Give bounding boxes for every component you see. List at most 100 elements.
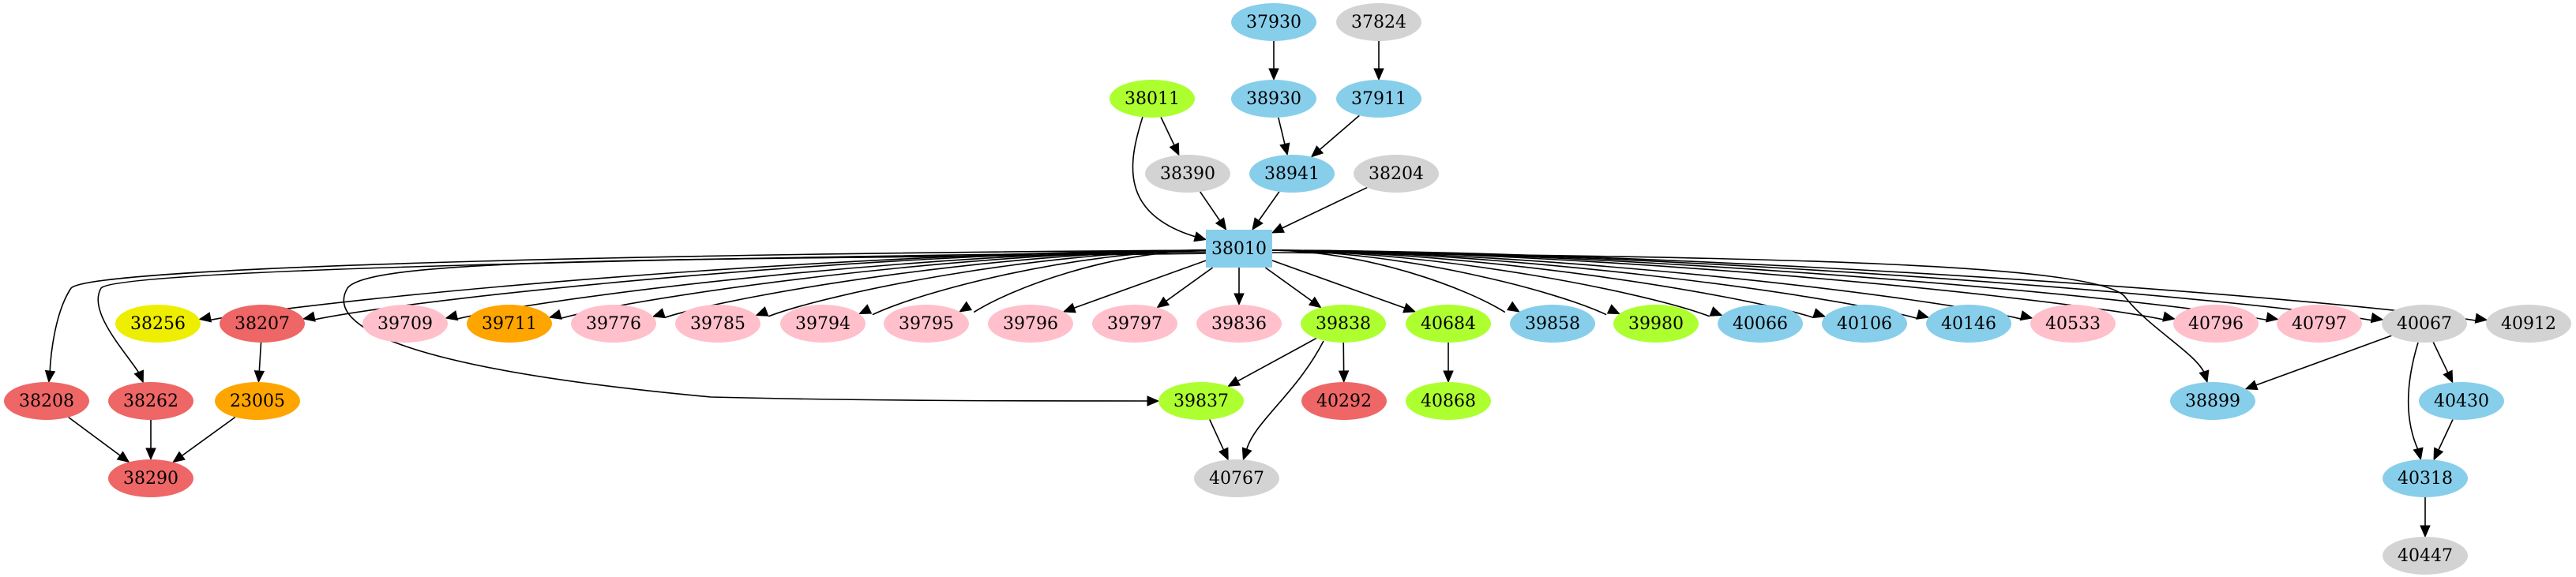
graph-node-38011[interactable]: 38011: [1110, 80, 1195, 118]
node-label: 40684: [1421, 314, 1476, 334]
node-ellipse: [1336, 80, 1421, 118]
node-ellipse: [2486, 305, 2571, 343]
graph-node-37911[interactable]: 37911: [1336, 80, 1421, 118]
graph-node-38941[interactable]: 38941: [1249, 155, 1335, 193]
graph-node-38208[interactable]: 38208: [4, 382, 89, 420]
graph-node-40912[interactable]: 40912: [2486, 305, 2571, 343]
edge-39838-40767: [1241, 340, 1324, 461]
graph-node-38207[interactable]: 38207: [220, 305, 305, 343]
graph-node-39711[interactable]: 39711: [467, 305, 552, 343]
graph-node-38290[interactable]: 38290: [108, 459, 193, 497]
edge-39838-39837: [1227, 337, 1317, 388]
node-ellipse: [2419, 382, 2504, 420]
node-ellipse: [1231, 3, 1316, 41]
arrowhead-icon: [755, 306, 769, 317]
graph-node-37824[interactable]: 37824: [1336, 3, 1421, 41]
graph-node-38204[interactable]: 38204: [1354, 155, 1439, 193]
node-ellipse: [1194, 459, 1279, 497]
edge-line: [258, 342, 262, 373]
edge-line: [68, 416, 122, 457]
node-label: 40797: [2292, 314, 2347, 334]
graph-node-38899[interactable]: 38899: [2170, 382, 2255, 420]
graph-node-40533[interactable]: 40533: [2030, 305, 2116, 343]
graph-node-39836[interactable]: 39836: [1196, 305, 1282, 343]
node-ellipse: [1354, 155, 1439, 193]
graph-node-40868[interactable]: 40868: [1406, 382, 1491, 420]
graph-node-39709[interactable]: 39709: [362, 305, 448, 343]
arrowhead-icon: [1241, 447, 1252, 461]
arrowhead-icon: [1147, 395, 1160, 407]
arrowhead-icon: [1310, 145, 1324, 158]
node-ellipse: [108, 382, 193, 420]
node-label: 38290: [123, 469, 178, 489]
nodes-layer: 37930 37824 38011 38930 37911 38390 38941 38204…: [4, 3, 2571, 575]
graph-node-38010[interactable]: 38010: [1206, 230, 1272, 268]
node-label: 40868: [1421, 392, 1476, 411]
arrowhead-icon: [1271, 223, 1285, 234]
node-ellipse: [780, 305, 866, 343]
node-label: 38899: [2185, 392, 2240, 411]
graph-node-39796[interactable]: 39796: [988, 305, 1073, 343]
graph-node-38930[interactable]: 38930: [1231, 80, 1316, 118]
graph-node-40146[interactable]: 40146: [1926, 305, 2011, 343]
graph-node-39858[interactable]: 39858: [1510, 305, 1595, 343]
node-ellipse: [467, 305, 552, 343]
arrowhead-icon: [652, 308, 666, 319]
edge-23005-38290: [172, 416, 236, 463]
graph-node-39794[interactable]: 39794: [780, 305, 866, 343]
edge-38207-23005: [253, 342, 265, 384]
graph-node-39776[interactable]: 39776: [571, 305, 656, 343]
node-label: 39776: [586, 314, 641, 334]
edge-line: [1281, 186, 1368, 230]
edge-38390-38010: [1200, 191, 1227, 231]
node-ellipse: [115, 305, 201, 343]
graph-node-40318[interactable]: 40318: [2383, 459, 2468, 497]
edge-line: [2255, 335, 2392, 387]
node-ellipse: [1301, 382, 1387, 420]
arrowhead-icon: [548, 309, 562, 320]
node-label: 39785: [690, 314, 745, 334]
edge-line: [1278, 117, 1286, 145]
graph-node-40430[interactable]: 40430: [2419, 382, 2504, 420]
graph-node-38256[interactable]: 38256: [115, 305, 201, 343]
edge-39838-40292: [1338, 342, 1350, 384]
graph-node-39795[interactable]: 39795: [884, 305, 969, 343]
graph-node-39785[interactable]: 39785: [675, 305, 760, 343]
graph-node-40066[interactable]: 40066: [1718, 305, 1803, 343]
node-ellipse: [1301, 305, 1386, 343]
edge-39837-40767: [1209, 419, 1229, 461]
edge-38204-38010: [1271, 186, 1368, 234]
graph-node-40106[interactable]: 40106: [1822, 305, 1907, 343]
arrowhead-icon: [1268, 68, 1279, 81]
node-ellipse: [215, 382, 300, 420]
graph-node-40292[interactable]: 40292: [1301, 382, 1387, 420]
graph-node-39980[interactable]: 39980: [1613, 305, 1699, 343]
graph-node-39797[interactable]: 39797: [1092, 305, 1177, 343]
node-label: 38207: [235, 314, 290, 334]
edge-38010-40912: [1271, 249, 2488, 324]
node-ellipse: [2383, 537, 2468, 575]
edge-38011-38390: [1160, 117, 1180, 156]
node-label: 37824: [1351, 13, 1406, 32]
graph-node-40767[interactable]: 40767: [1194, 459, 1279, 497]
edge-line: [1319, 114, 1360, 151]
graph-node-39838[interactable]: 39838: [1301, 305, 1386, 343]
arrowhead-icon: [1215, 217, 1227, 231]
graph-node-23005[interactable]: 23005: [215, 382, 300, 420]
node-ellipse: [988, 305, 1073, 343]
graph-node-38262[interactable]: 38262: [108, 382, 193, 420]
graph-node-38390[interactable]: 38390: [1145, 155, 1230, 193]
edge-40067-40318: [2407, 342, 2424, 461]
graph-node-39837[interactable]: 39837: [1158, 382, 1244, 420]
edge-line: [1072, 260, 1207, 309]
graph-node-40796[interactable]: 40796: [2173, 305, 2259, 343]
graph-node-40797[interactable]: 40797: [2277, 305, 2362, 343]
graph-node-40067[interactable]: 40067: [2382, 305, 2467, 343]
graph-node-40447[interactable]: 40447: [2383, 537, 2468, 575]
graph-node-40684[interactable]: 40684: [1406, 305, 1491, 343]
node-label: 38941: [1264, 164, 1320, 184]
edge-line: [872, 249, 1207, 316]
arrowhead-icon: [1062, 302, 1076, 313]
node-ellipse: [884, 305, 969, 343]
graph-node-37930[interactable]: 37930: [1231, 3, 1316, 41]
